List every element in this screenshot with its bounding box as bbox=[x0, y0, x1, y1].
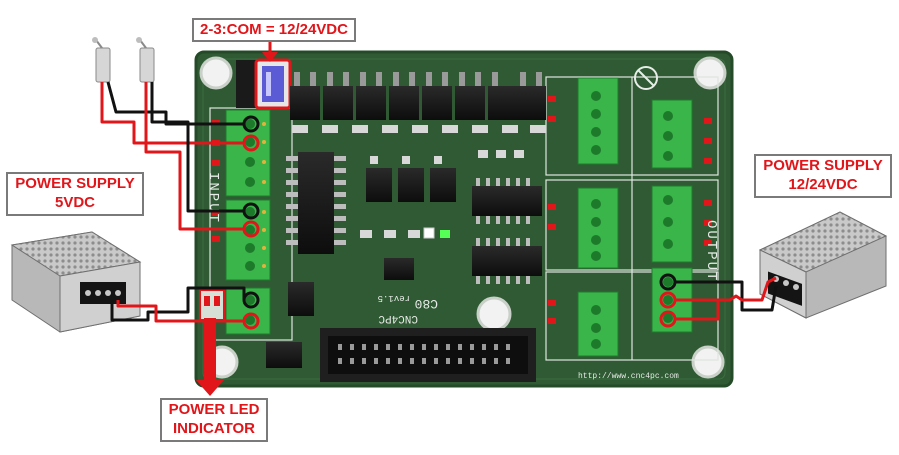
limit-switch-icon bbox=[92, 37, 155, 83]
model-silkscreen: C80 bbox=[415, 296, 438, 311]
idc-ribbon-header bbox=[320, 328, 536, 382]
arrow-down-icon bbox=[196, 318, 224, 396]
power-supply-icon bbox=[758, 211, 888, 319]
power-supply-24v-label: POWER SUPPLY 12/24VDC bbox=[754, 154, 892, 198]
url-silkscreen: http://www.cnc4pc.com bbox=[578, 372, 679, 381]
dip-ic bbox=[286, 152, 346, 254]
power-supply-5v-line1: POWER SUPPLY bbox=[15, 175, 135, 192]
power-led bbox=[199, 289, 225, 321]
power-supply-24v-line2: 12/24VDC bbox=[788, 176, 858, 193]
input-terminal-block bbox=[225, 109, 271, 335]
power-supply-icon bbox=[10, 231, 142, 333]
power-supply-24v-line1: POWER SUPPLY bbox=[763, 157, 883, 174]
jumper-header bbox=[236, 58, 292, 110]
output-relay-chips bbox=[290, 86, 546, 120]
jumper-setting-text: 2-3:COM = 12/24VDC bbox=[200, 21, 348, 38]
brand-silkscreen: CNC4PC bbox=[378, 312, 418, 324]
power-led-line1: POWER LED bbox=[168, 401, 260, 418]
output-silkscreen-label: OUTPUT bbox=[703, 220, 719, 282]
power-led-indicator-label: POWER LED INDICATOR bbox=[160, 398, 268, 442]
revision-silkscreen: rev1.5 bbox=[378, 293, 410, 303]
transistor-chips bbox=[366, 168, 456, 202]
power-supply-5v-line2: 5VDC bbox=[54, 194, 95, 211]
power-supply-5v-label: POWER SUPPLY 5VDC bbox=[6, 172, 144, 216]
input-silkscreen-label: INPUT bbox=[205, 172, 221, 224]
jumper-setting-label: 2-3:COM = 12/24VDC bbox=[192, 18, 356, 42]
power-led-line2: INDICATOR bbox=[173, 420, 255, 437]
mounting-hole-icon bbox=[199, 56, 727, 379]
logic-ics bbox=[472, 186, 542, 276]
rohs-icon bbox=[634, 66, 658, 90]
